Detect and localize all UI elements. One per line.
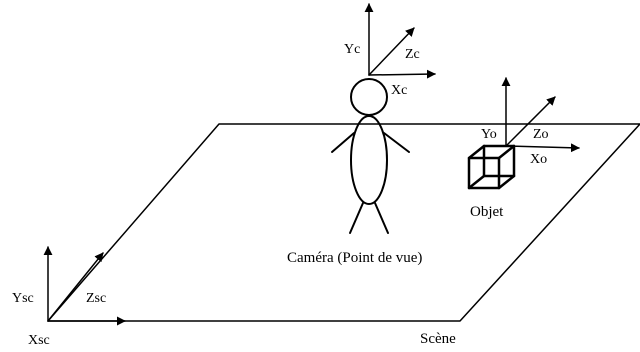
object-axis-z [505,96,556,147]
camera-arm-left [331,132,355,153]
camera-axis-z [368,27,415,76]
object-axis-y-label: Yo [481,127,497,142]
camera-axes: Yc Zc Xc [344,3,436,98]
scene-plane [47,123,640,322]
camera-axis-x-label: Xc [391,83,407,98]
scene-axes: Ysc Zsc Xsc [12,246,126,348]
object-label: Objet [470,204,504,220]
camera-leg-right [374,202,389,234]
scene-label: Scène [420,331,456,347]
camera-leg-left [349,202,364,234]
cube-edge [467,174,486,190]
scene-axis-y-label: Ysc [12,291,34,306]
camera-axis-x [368,69,436,79]
object-axes: Yo Zo Xo [481,77,580,167]
object-axis-x-label: Xo [530,152,547,167]
cube-edge [467,144,486,160]
camera-head [350,78,388,116]
camera-arm-right [383,132,410,153]
camera-axis-z-label: Zc [405,47,420,62]
camera-axis-y-label: Yc [344,42,360,57]
cube-edge [497,144,516,160]
cube-back-face [482,144,516,178]
camera-label: Caméra (Point de vue) [287,250,422,266]
scene-axis-x-label: Xsc [28,333,50,348]
scene-axis-z-label: Zsc [86,291,106,306]
scene-axis-z [47,252,104,322]
object-cube [467,144,516,190]
cube-edge [497,174,516,190]
object-axis-z-label: Zo [533,127,549,142]
camera-body [350,115,388,205]
camera-figure [331,78,410,234]
object-axis-x [505,143,580,153]
